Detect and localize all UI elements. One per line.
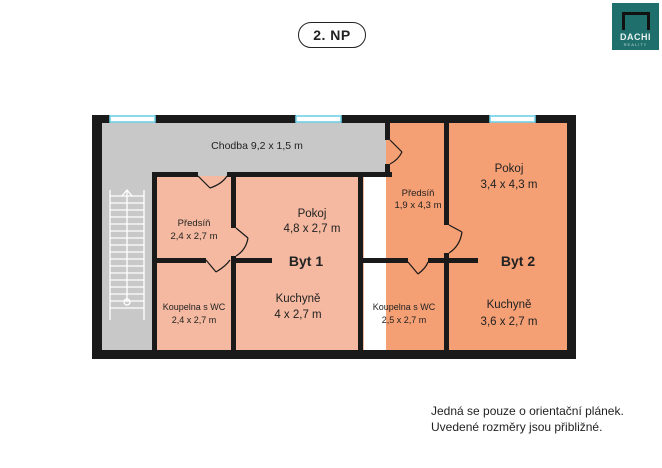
windows [109, 115, 536, 123]
bath1-size: 2,4 x 2,7 m [172, 315, 217, 325]
stairs-floor [98, 170, 154, 352]
kitchen1-name: Kuchyně [276, 293, 321, 305]
room2-name: Pokoj [495, 163, 524, 175]
floor-label: 2. NP [298, 22, 366, 48]
corridor-floor [98, 122, 388, 176]
unit1-label: Byt 1 [289, 253, 323, 269]
room2-size: 3,4 x 4,3 m [481, 179, 538, 191]
unit2-floor [386, 122, 568, 352]
walls [92, 115, 576, 359]
hall2-size: 1,9 x 4,3 m [395, 200, 442, 211]
hall1-size: 2,4 x 2,7 m [171, 231, 218, 242]
room1-name: Pokoj [298, 208, 327, 220]
disclaimer-line-2: Uvedené rozměry jsou přibližné. [431, 420, 603, 434]
unit2-label: Byt 2 [501, 253, 535, 269]
bath2-size: 2,5 x 2,7 m [382, 315, 427, 325]
bath1-name: Koupelna s WC [163, 302, 226, 312]
kitchen2-name: Kuchyně [487, 299, 532, 311]
logo-mark-icon [621, 12, 650, 30]
unit1-floor [154, 176, 364, 352]
logo-word: DACHI [620, 32, 651, 42]
logo-sub: REALITY [623, 42, 648, 47]
doors [197, 139, 463, 275]
kitchen1-size: 4 x 2,7 m [274, 309, 321, 321]
bath2-name: Koupelna s WC [373, 302, 436, 312]
stair-start-icon [123, 298, 131, 306]
corridor-label: Chodba 9,2 x 1,5 m [211, 140, 303, 152]
kitchen2-size: 3,6 x 2,7 m [481, 316, 538, 328]
disclaimer-line-1: Jedná se pouze o orientační plánek. [431, 404, 624, 418]
hall1-name: Předsíň [178, 218, 211, 229]
room1-size: 4,8 x 2,7 m [284, 223, 341, 235]
company-logo: DACHI REALITY [612, 3, 659, 50]
staircase [109, 188, 145, 320]
hall2-name: Předsíň [402, 188, 435, 199]
